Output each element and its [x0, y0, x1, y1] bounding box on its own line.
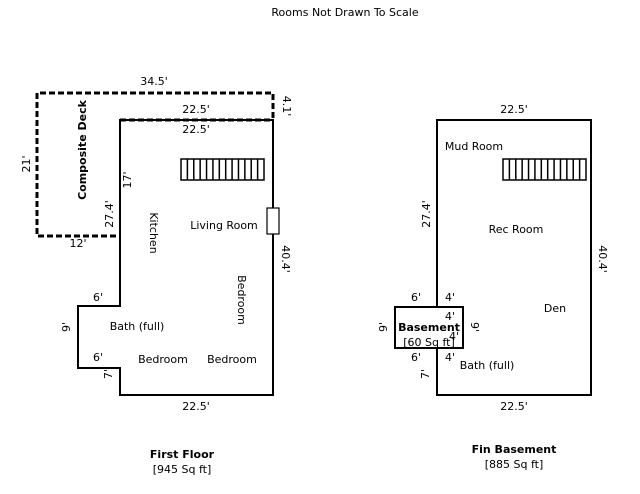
ff-dim-bump-side: 9' — [60, 322, 73, 332]
bsmt-dim-left: 27.4' — [420, 200, 433, 228]
bsmt-dim-box-top-left: 6' — [411, 291, 421, 304]
ff-dim-left-mid: 27.4' — [103, 200, 116, 228]
first-floor-plan: 34.5' 21' Composite Deck 12' 4.1' 22.5' … — [20, 75, 293, 476]
room-kitchen: Kitchen — [147, 212, 160, 253]
ff-dim-right: 40.4' — [279, 245, 292, 273]
bsmt-dim-top: 22.5' — [500, 103, 528, 116]
bsmt-dim-box-right: 9' — [468, 322, 481, 332]
ff-dim-bump-bottom: 6' — [93, 351, 103, 364]
room-bath-basement: Bath (full) — [460, 359, 515, 372]
basement-stairs — [502, 158, 587, 181]
room-bath-first-floor: Bath (full) — [110, 320, 165, 333]
unfinished-basement-area: [60 Sq ft] — [403, 336, 455, 349]
room-den: Den — [544, 302, 566, 315]
bsmt-dim-box-inner-top: 4' — [445, 310, 455, 323]
room-bedroom-1: Bedroom — [138, 353, 188, 366]
ff-dim-left-lower: 7' — [102, 369, 115, 379]
bsmt-dim-box-bottom-left: 6' — [411, 351, 421, 364]
bsmt-dim-bottom: 22.5' — [500, 400, 528, 413]
bsmt-dim-box-inner-bottom: 4' — [449, 330, 459, 343]
basement-caption: Fin Basement — [472, 443, 557, 456]
scale-note: Rooms Not Drawn To Scale — [271, 6, 418, 19]
basement-walls — [436, 119, 592, 396]
bsmt-dim-left-lower: 7' — [419, 369, 432, 379]
unfinished-basement-box — [394, 306, 464, 349]
deck-dim-right: 4.1' — [280, 96, 293, 117]
bsmt-dim-box-top-right: 4' — [445, 291, 455, 304]
bsmt-dim-right: 40.4' — [596, 245, 609, 273]
room-unfinished-basement: Basement — [398, 321, 460, 334]
room-bedroom-right: Bedroom — [235, 275, 248, 325]
deck-dim-top: 34.5' — [140, 75, 168, 88]
room-rec-room: Rec Room — [489, 223, 544, 236]
ff-dim-top-outer: 22.5' — [182, 103, 210, 116]
deck-label: Composite Deck — [76, 99, 89, 200]
ff-dim-bottom: 22.5' — [182, 400, 210, 413]
ff-dim-bump-top: 6' — [93, 291, 103, 304]
basement-area: [885 Sq ft] — [485, 458, 544, 471]
ff-dim-top-inner: 22.5' — [182, 123, 210, 136]
deck-dim-left: 21' — [20, 155, 33, 172]
deck-dim-bottom: 12' — [69, 237, 86, 250]
room-mud-room: Mud Room — [445, 140, 503, 153]
fireplace-box — [266, 207, 280, 235]
bsmt-dim-box-bottom-right: 4' — [445, 351, 455, 364]
bsmt-dim-box-left: 9' — [377, 322, 390, 332]
composite-deck-outline — [35, 91, 275, 238]
first-floor-area: [945 Sq ft] — [153, 463, 212, 476]
room-bedroom-2: Bedroom — [207, 353, 257, 366]
room-living-room: Living Room — [190, 219, 258, 232]
first-floor-stairs — [180, 158, 265, 181]
ff-dim-left-upper: 17' — [121, 171, 134, 188]
basement-plan: 22.5' 27.4' 40.4' 6' 4' 4' 9' 9' 6' 4' 7… — [377, 103, 609, 471]
first-floor-caption: First Floor — [150, 448, 215, 461]
